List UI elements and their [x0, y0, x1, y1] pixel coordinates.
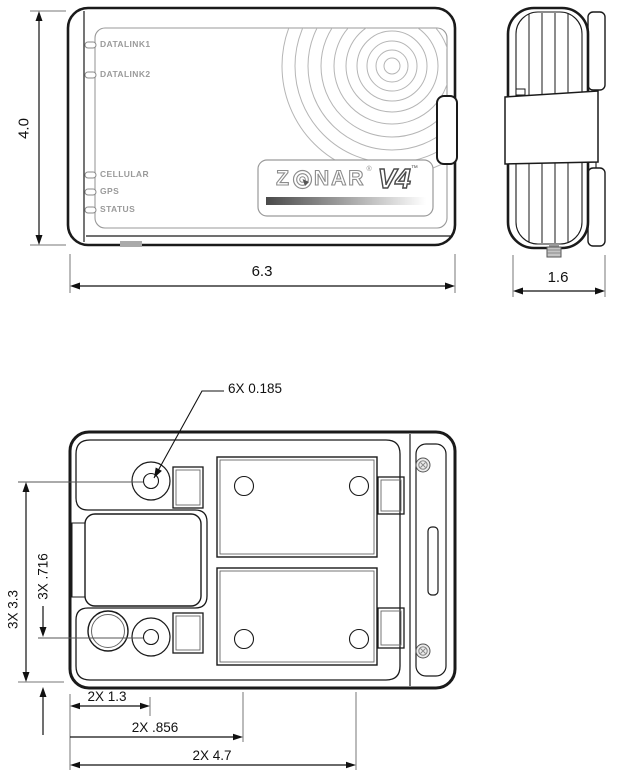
dimension-side-width — [512, 255, 606, 297]
led-status-icon — [84, 206, 97, 214]
side-view — [504, 6, 606, 297]
logo-registered-mark: ® — [366, 166, 372, 173]
led-indicators — [84, 41, 97, 214]
dim-label-back-width-1: 2X 1.3 — [87, 689, 127, 704]
callout-leader — [153, 390, 224, 479]
grommet-icon — [87, 610, 129, 652]
back-slot — [427, 526, 439, 596]
back-view — [18, 390, 457, 770]
front-view — [30, 6, 458, 293]
dimension-front-width — [69, 254, 456, 293]
dim-label-back-width-2: 2X .856 — [131, 720, 179, 735]
led-label-status: STATUS — [100, 204, 136, 214]
back-pad-right-upper — [377, 476, 405, 515]
side-bezel-top — [587, 11, 606, 91]
logo-z: Z — [276, 166, 291, 190]
dimension-hole-offset — [39, 606, 47, 735]
mounting-hole-bottom — [38, 617, 171, 657]
logo-spiral-o-icon — [292, 169, 313, 189]
logo-model: V4 — [377, 162, 412, 194]
led-cellular-icon — [84, 171, 97, 179]
panel-hole — [348, 475, 370, 497]
led-gps-icon — [84, 188, 97, 196]
back-left-notch — [71, 522, 87, 598]
dim-label-front-width: 6.3 — [251, 263, 273, 280]
screw-icon — [546, 244, 562, 258]
back-inner-contour — [75, 439, 401, 681]
front-side-tab — [436, 95, 458, 165]
dim-label-hole-callout: 6X 0.185 — [228, 381, 283, 396]
back-pad-right-lower — [377, 607, 405, 649]
led-datalink2-icon — [84, 71, 97, 79]
screw-icon-bottom — [415, 643, 431, 659]
logo-nar: NAR — [313, 166, 366, 190]
led-datalink1-icon — [84, 41, 97, 49]
dimension-back-width-3 — [70, 761, 356, 769]
back-pad-bottom-left — [172, 612, 204, 654]
led-label-gps: GPS — [100, 186, 120, 196]
dimension-back-height — [18, 482, 64, 683]
back-left-panel — [84, 513, 202, 607]
dimension-back-width-1 — [70, 702, 150, 710]
led-label-cellular: CELLULAR — [100, 169, 149, 179]
panel-hole — [233, 628, 255, 650]
back-right-strip — [415, 443, 447, 677]
front-bottom-connector — [120, 241, 142, 247]
back-panel-lower — [216, 567, 378, 666]
side-mounting-band — [504, 90, 599, 165]
dim-label-side-width: 1.6 — [547, 269, 569, 286]
dim-label-back-height: 3X 3.3 — [5, 589, 21, 630]
screw-icon-top — [415, 457, 431, 473]
led-label-datalink1: DATALINK1 — [100, 39, 151, 49]
dimension-back-width-2 — [70, 733, 243, 741]
dim-label-back-width-3: 2X 4.7 — [192, 748, 232, 763]
bottom-witness-lines — [69, 692, 357, 770]
dim-label-front-height: 4.0 — [15, 118, 33, 139]
logo-trademark: ™ — [410, 165, 418, 172]
side-bezel-bottom — [587, 167, 606, 247]
logo-gradient-bar — [266, 197, 426, 205]
back-pad-top-left — [172, 466, 204, 509]
side-band-tab — [515, 88, 526, 96]
panel-hole — [233, 475, 255, 497]
panel-hole — [348, 628, 370, 650]
back-panel-upper — [216, 456, 378, 558]
dim-label-hole-offset: 3X .716 — [35, 553, 51, 600]
zonar-logo: Z NAR ® V4 ™ — [264, 162, 430, 196]
led-label-datalink2: DATALINK2 — [100, 69, 151, 79]
dimension-front-height — [30, 10, 66, 246]
antenna-rings-icon — [281, 28, 447, 177]
